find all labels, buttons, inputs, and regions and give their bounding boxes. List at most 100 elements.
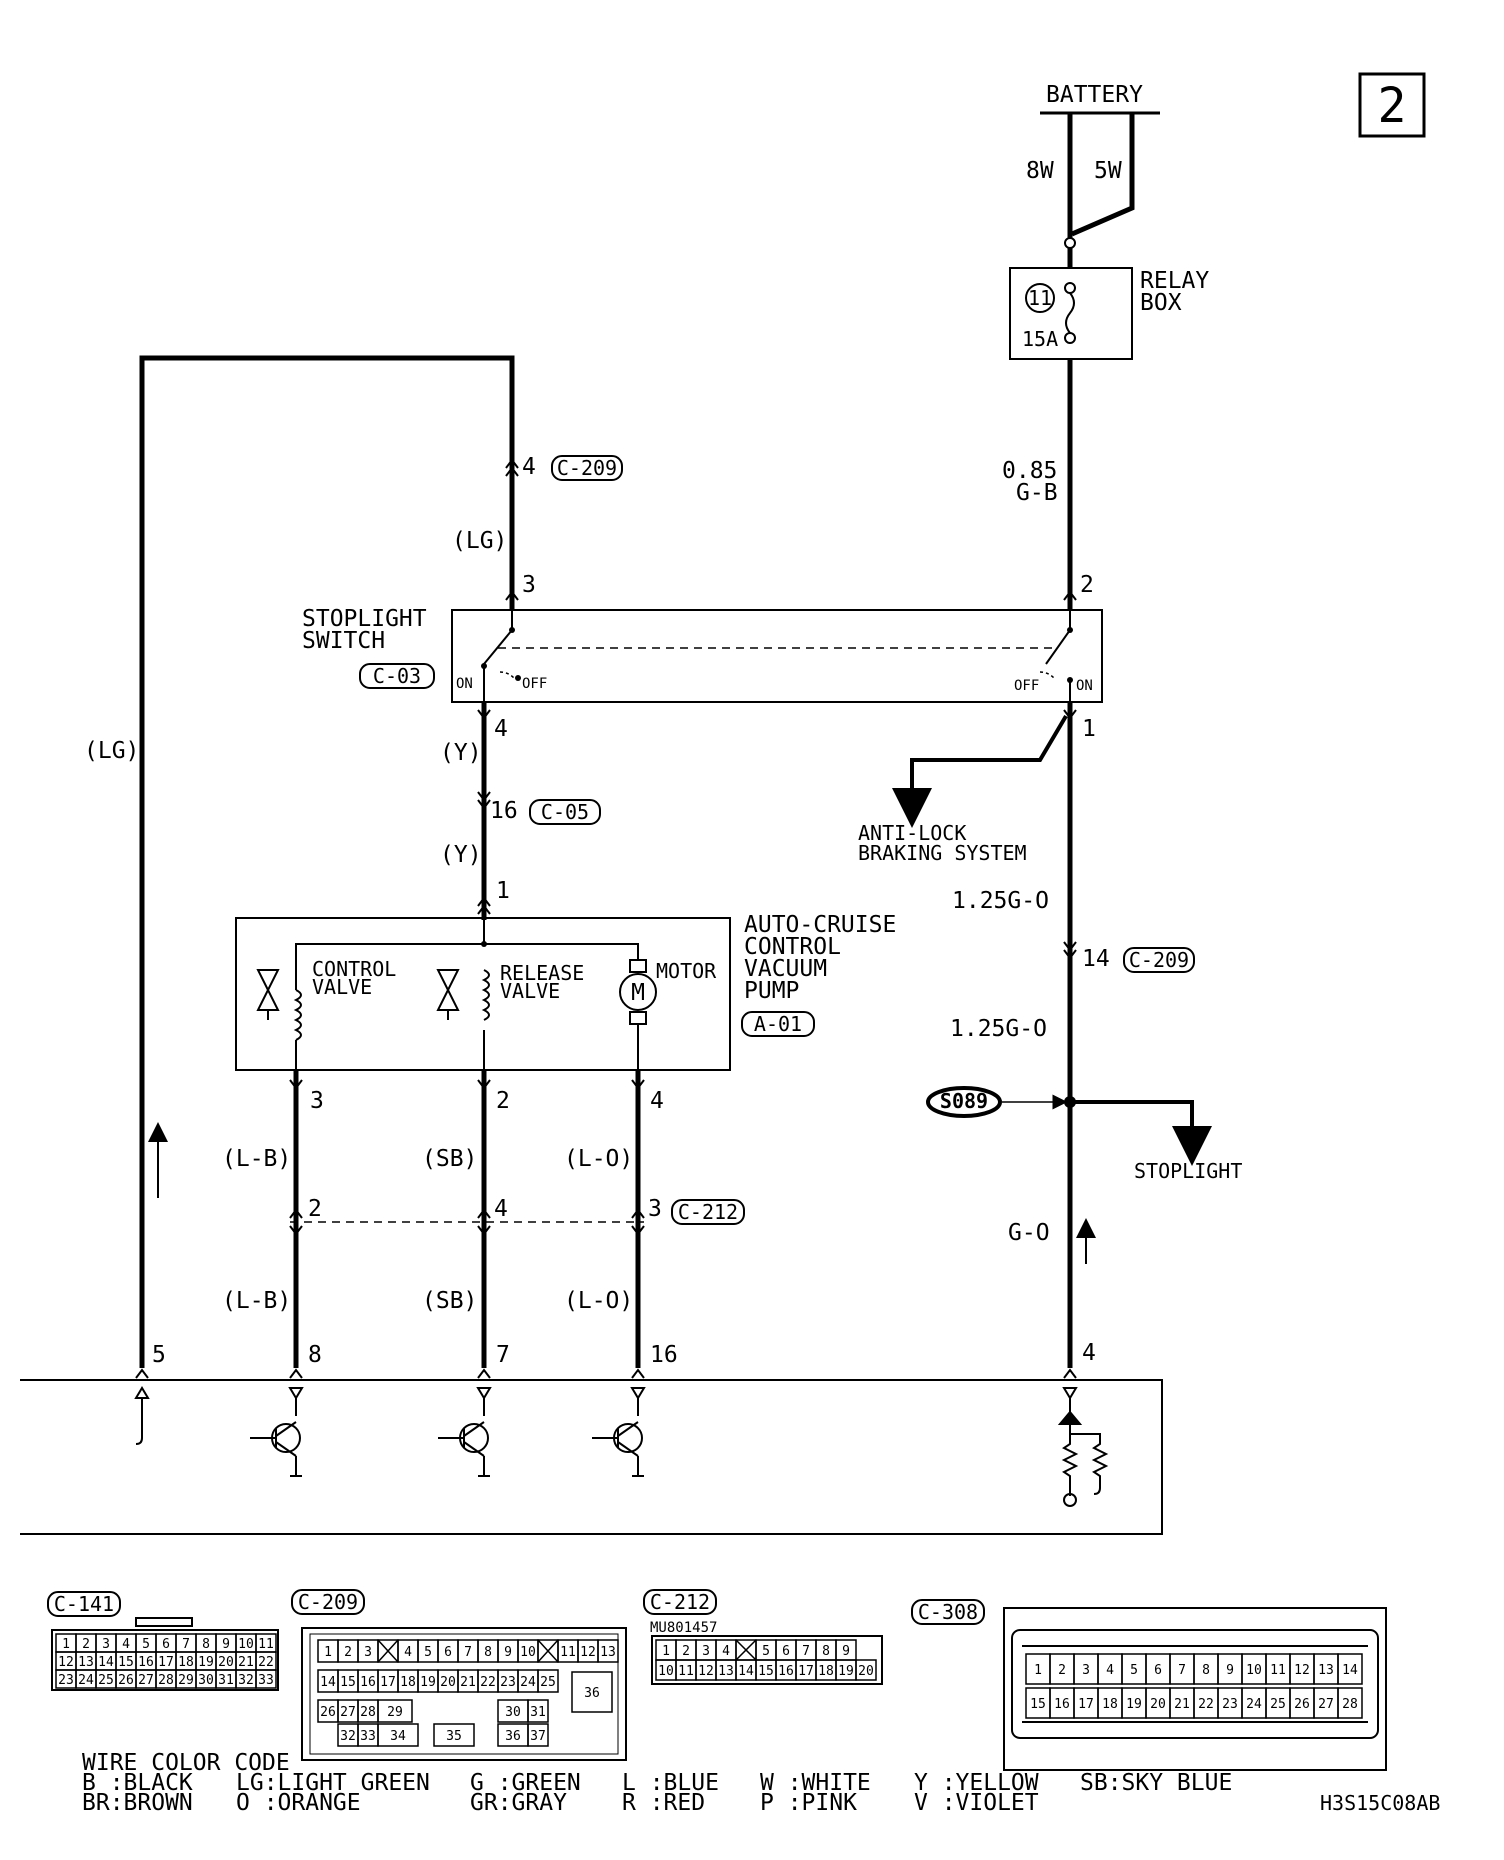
c209-pin: 20 [440,1675,456,1690]
c209-pin: 3 [364,1645,372,1660]
c308-pin: 4 [1106,1663,1114,1678]
c209-label: C-209 [298,1590,358,1614]
c212-pin: 5 [762,1644,770,1659]
c308-pin: 28 [1342,1697,1358,1712]
lg-loop-wire: 4 C-209 (LG) (LG) [84,355,623,1368]
c209-pin-cell [537,1669,559,1693]
wire-gb-label: G-B [1016,480,1058,506]
c308-pin: 17 [1078,1697,1094,1712]
c308-pin: 21 [1174,1697,1190,1712]
pump-pin-1: 1 [496,878,510,904]
c212-pin: 17 [798,1664,814,1679]
c209-pin-blank-mark [537,1639,559,1663]
c308-pin: 25 [1270,1697,1286,1712]
wire-sb-1: (SB) [422,1146,477,1172]
c212-pin: 14 [738,1664,754,1679]
c141-pin: 32 [238,1673,254,1688]
c212-pin-3: 3 [648,1196,662,1222]
c308-pin: 1 [1034,1663,1042,1678]
legend-gr: GR:GRAY [470,1790,567,1816]
control-valve-label-2: VALVE [312,975,372,999]
c141-pin: 13 [78,1655,94,1670]
c209-pin: 1 [324,1645,332,1660]
c212-pin: 3 [702,1644,710,1659]
wire-go-label: G-O [1008,1220,1050,1246]
c209-pin: 10 [520,1645,536,1660]
c212-pin-cell [855,1659,877,1681]
pump-pin-3: 3 [310,1088,324,1114]
c141-pin: 1 [62,1637,70,1652]
c141-pin: 11 [258,1637,274,1652]
legend-b: B :BLACK [82,1770,193,1796]
c212-pin: 11 [678,1664,694,1679]
c141-pin: 5 [142,1637,150,1652]
c209-pin: 37 [530,1729,546,1744]
c209-pin: 15 [340,1675,356,1690]
c209-pin: 19 [420,1675,436,1690]
switch-on-right: ON [1076,678,1093,694]
wire-lo-2: (L-O) [564,1288,633,1314]
c209-pin: 25 [540,1675,556,1690]
wire-125go-top: 1.25G-O [952,888,1049,914]
c308-pin: 27 [1318,1697,1334,1712]
c209-pin-cell [597,1639,619,1663]
c141-label: C-141 [54,1592,114,1616]
c141-pin: 10 [238,1637,254,1652]
c141-pin: 3 [102,1637,110,1652]
page-number: 2 [1378,78,1407,134]
c141-pin: 19 [198,1655,214,1670]
c308-pin: 24 [1246,1697,1262,1712]
s089-tag: S089 [940,1089,988,1113]
c212-pin: 9 [842,1644,850,1659]
a01-tag: A-01 [754,1012,802,1036]
c141-pin: 6 [162,1637,170,1652]
pin-4-c209: 4 [522,454,536,480]
transistor-1 [250,1387,304,1477]
wire-sb-2: (SB) [422,1288,477,1314]
c212-pin: 6 [782,1644,790,1659]
wire-lb-2: (L-B) [222,1288,291,1314]
c209-pin-cell [527,1723,549,1747]
c308-pin: 15 [1030,1697,1046,1712]
c308-pin: 10 [1246,1663,1262,1678]
c141-pin: 26 [118,1673,134,1688]
pump-label-1: AUTO-CRUISE [744,912,896,938]
vacuum-pump: AUTO-CRUISE CONTROL VACUUM PUMP A-01 CON… [235,912,896,1071]
abs-label-2: BRAKING SYSTEM [858,841,1027,865]
c212-pin: 19 [838,1664,854,1679]
c209-pin: 12 [580,1645,596,1660]
relay-box-label-1: RELAY [1140,268,1209,294]
pump-pin-4: 4 [650,1088,664,1114]
c308-pin: 18 [1102,1697,1118,1712]
c209-pin: 27 [340,1705,356,1720]
c212-pin-4: 4 [494,1196,508,1222]
c141-pin: 33 [258,1673,274,1688]
c209-tag-top: C-209 [557,456,617,480]
pump-label-2: CONTROL [744,934,841,960]
input-circuit-pin4 [1057,1387,1109,1507]
relay-box-label-2: BOX [1140,290,1182,316]
c212-pin: 16 [778,1664,794,1679]
c209-pin: 14 [320,1675,336,1690]
c209-pin-blank-mark [377,1639,399,1663]
ecu-pin-7: 7 [496,1342,510,1368]
c212-pin: 15 [758,1664,774,1679]
legend-o: O :ORANGE [236,1790,361,1816]
c209-pin: 33 [360,1729,376,1744]
ecu-pin-5: 5 [152,1342,166,1368]
motor-symbol: M [631,980,645,1006]
c209-pin: 9 [504,1645,512,1660]
c141-pin: 20 [218,1655,234,1670]
legend-sb: SB:SKY BLUE [1080,1770,1232,1796]
legend-y: Y :YELLOW [914,1770,1039,1796]
c209-pin: 30 [505,1705,521,1720]
c308-pin: 8 [1202,1663,1210,1678]
c209-pin: 16 [360,1675,376,1690]
c212-pin: 12 [698,1664,714,1679]
ecu-pin-8: 8 [308,1342,322,1368]
c141-pin: 23 [58,1673,74,1688]
legend-g: G :GREEN [470,1770,581,1796]
